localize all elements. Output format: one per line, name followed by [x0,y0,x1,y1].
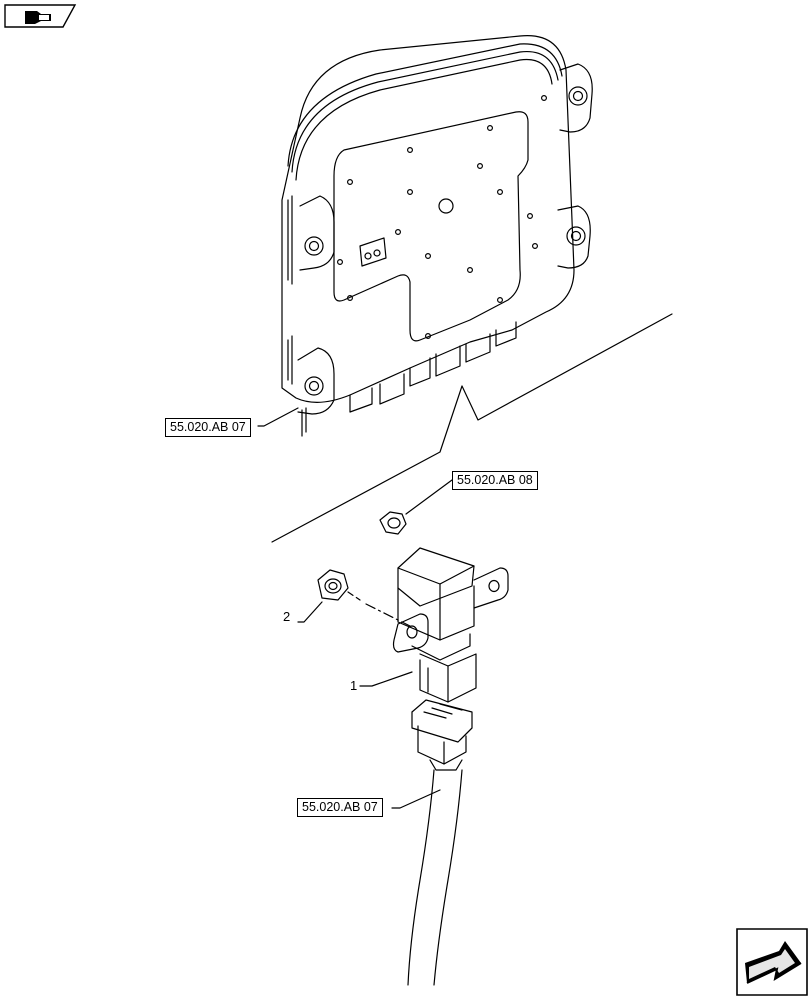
ecu-reference-leader [257,407,299,427]
nut-reference-label[interactable]: 55.020.AB 08 [452,471,538,490]
relay-callout-number: 1 [350,678,358,693]
harness-cable [407,769,463,986]
relay-item-1 [392,547,509,703]
harness-reference-leader [391,789,441,809]
previous-page-icon[interactable] [3,3,77,29]
nut-item-2 [317,569,349,601]
ecu-reference-label[interactable]: 55.020.AB 07 [165,418,251,437]
nut-callout-leader [297,601,323,623]
relay-callout-leader [359,671,413,687]
nut-reference-leader [405,479,453,515]
control-unit-housing [281,35,593,437]
upper-nut [379,511,407,535]
harness-reference-label[interactable]: 55.020.AB 07 [297,798,383,817]
nut-callout-number: 2 [283,609,291,624]
harness-connector [411,699,473,771]
next-page-icon[interactable] [735,927,809,997]
break-line [271,313,673,543]
